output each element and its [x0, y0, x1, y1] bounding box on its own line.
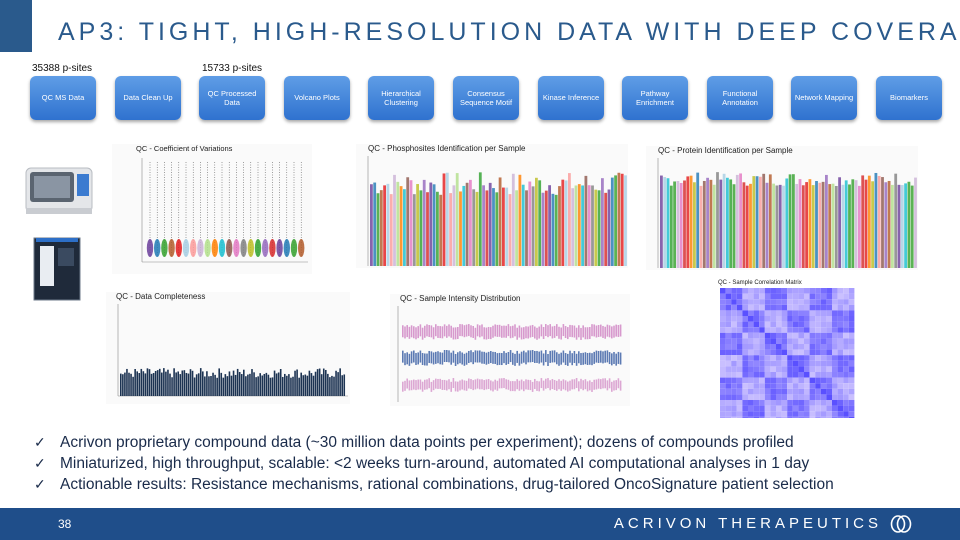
checkmark-icon: ✓	[34, 476, 46, 492]
pipeline-step: Pathway Enrichment	[622, 76, 688, 120]
bullet-item: ✓ Miniaturized, high throughput, scalabl…	[34, 453, 934, 474]
pipeline-step: QC MS Data	[30, 76, 96, 120]
bullet-text: Acrivon proprietary compound data (~30 m…	[60, 434, 794, 451]
checkmark-icon: ✓	[34, 455, 46, 471]
completeness-panel: QC - Data Completeness	[106, 292, 350, 404]
cv-panel-title: QC - Coefficient of Variations	[136, 144, 233, 153]
title-accent-bar	[0, 0, 32, 52]
pipeline-steps: QC MS Data Data Clean Up QC Processed Da…	[30, 76, 944, 122]
pipeline-step: Hierarchical Clustering	[368, 76, 434, 120]
protein-bar-plot	[657, 158, 917, 268]
correlation-heatmap	[720, 288, 855, 418]
footer-bar: 38 ACRIVON THERAPEUTICS	[0, 508, 960, 540]
pipeline-step: Volcano Plots	[284, 76, 350, 120]
completeness-plot	[117, 304, 348, 397]
completeness-panel-title: QC - Data Completeness	[116, 292, 206, 301]
bullet-item: ✓ Acrivon proprietary compound data (~30…	[34, 432, 934, 453]
phospho-panel-title: QC - Phosphosites Identification per Sam…	[368, 144, 526, 153]
pipeline-step: Biomarkers	[876, 76, 942, 120]
slide-title: AP3: TIGHT, HIGH-RESOLUTION DATA WITH DE…	[58, 18, 960, 46]
correlation-panel: QC - Sample Correlation Matrix	[716, 280, 886, 418]
pipeline-step: Network Mapping	[791, 76, 857, 120]
intensity-plot	[397, 306, 622, 402]
pipeline-step: QC Processed Data	[199, 76, 265, 120]
pipeline-step: Data Clean Up	[115, 76, 181, 120]
protein-bar-panel: QC - Protein Identification per Sample	[646, 146, 918, 270]
page-number: 38	[58, 517, 72, 531]
psites-ms-count: 35388 p-sites	[32, 63, 93, 74]
acrivon-logo-icon	[890, 515, 912, 533]
lc-instrument-image	[26, 234, 88, 304]
intensity-panel-title: QC - Sample Intensity Distribution	[400, 294, 521, 303]
protein-panel-title: QC - Protein Identification per Sample	[658, 146, 793, 155]
bullet-text: Actionable results: Resistance mechanism…	[60, 476, 834, 493]
phosphosite-bar-plot	[367, 156, 627, 266]
company-name: ACRIVON THERAPEUTICS	[613, 515, 882, 532]
correlation-panel-title: QC - Sample Correlation Matrix	[718, 280, 802, 286]
psites-processed-count: 15733 p-sites	[202, 63, 263, 74]
cv-violin-plot	[141, 158, 308, 263]
cv-violin-panel: QC - Coefficient of Variations	[112, 144, 312, 274]
checkmark-icon: ✓	[34, 434, 46, 450]
bullet-text: Miniaturized, high throughput, scalable:…	[60, 455, 810, 472]
pipeline-step: Consensus Sequence Motif	[453, 76, 519, 120]
phosphosite-bar-panel: QC - Phosphosites Identification per Sam…	[356, 144, 628, 268]
pipeline-step: Kinase Inference	[538, 76, 604, 120]
mass-spec-instrument-image	[22, 158, 100, 220]
intensity-panel: QC - Sample Intensity Distribution	[390, 294, 630, 406]
bullet-item: ✓ Actionable results: Resistance mechani…	[34, 474, 934, 495]
bullet-list: ✓ Acrivon proprietary compound data (~30…	[34, 432, 934, 495]
pipeline-step: Functional Annotation	[707, 76, 773, 120]
